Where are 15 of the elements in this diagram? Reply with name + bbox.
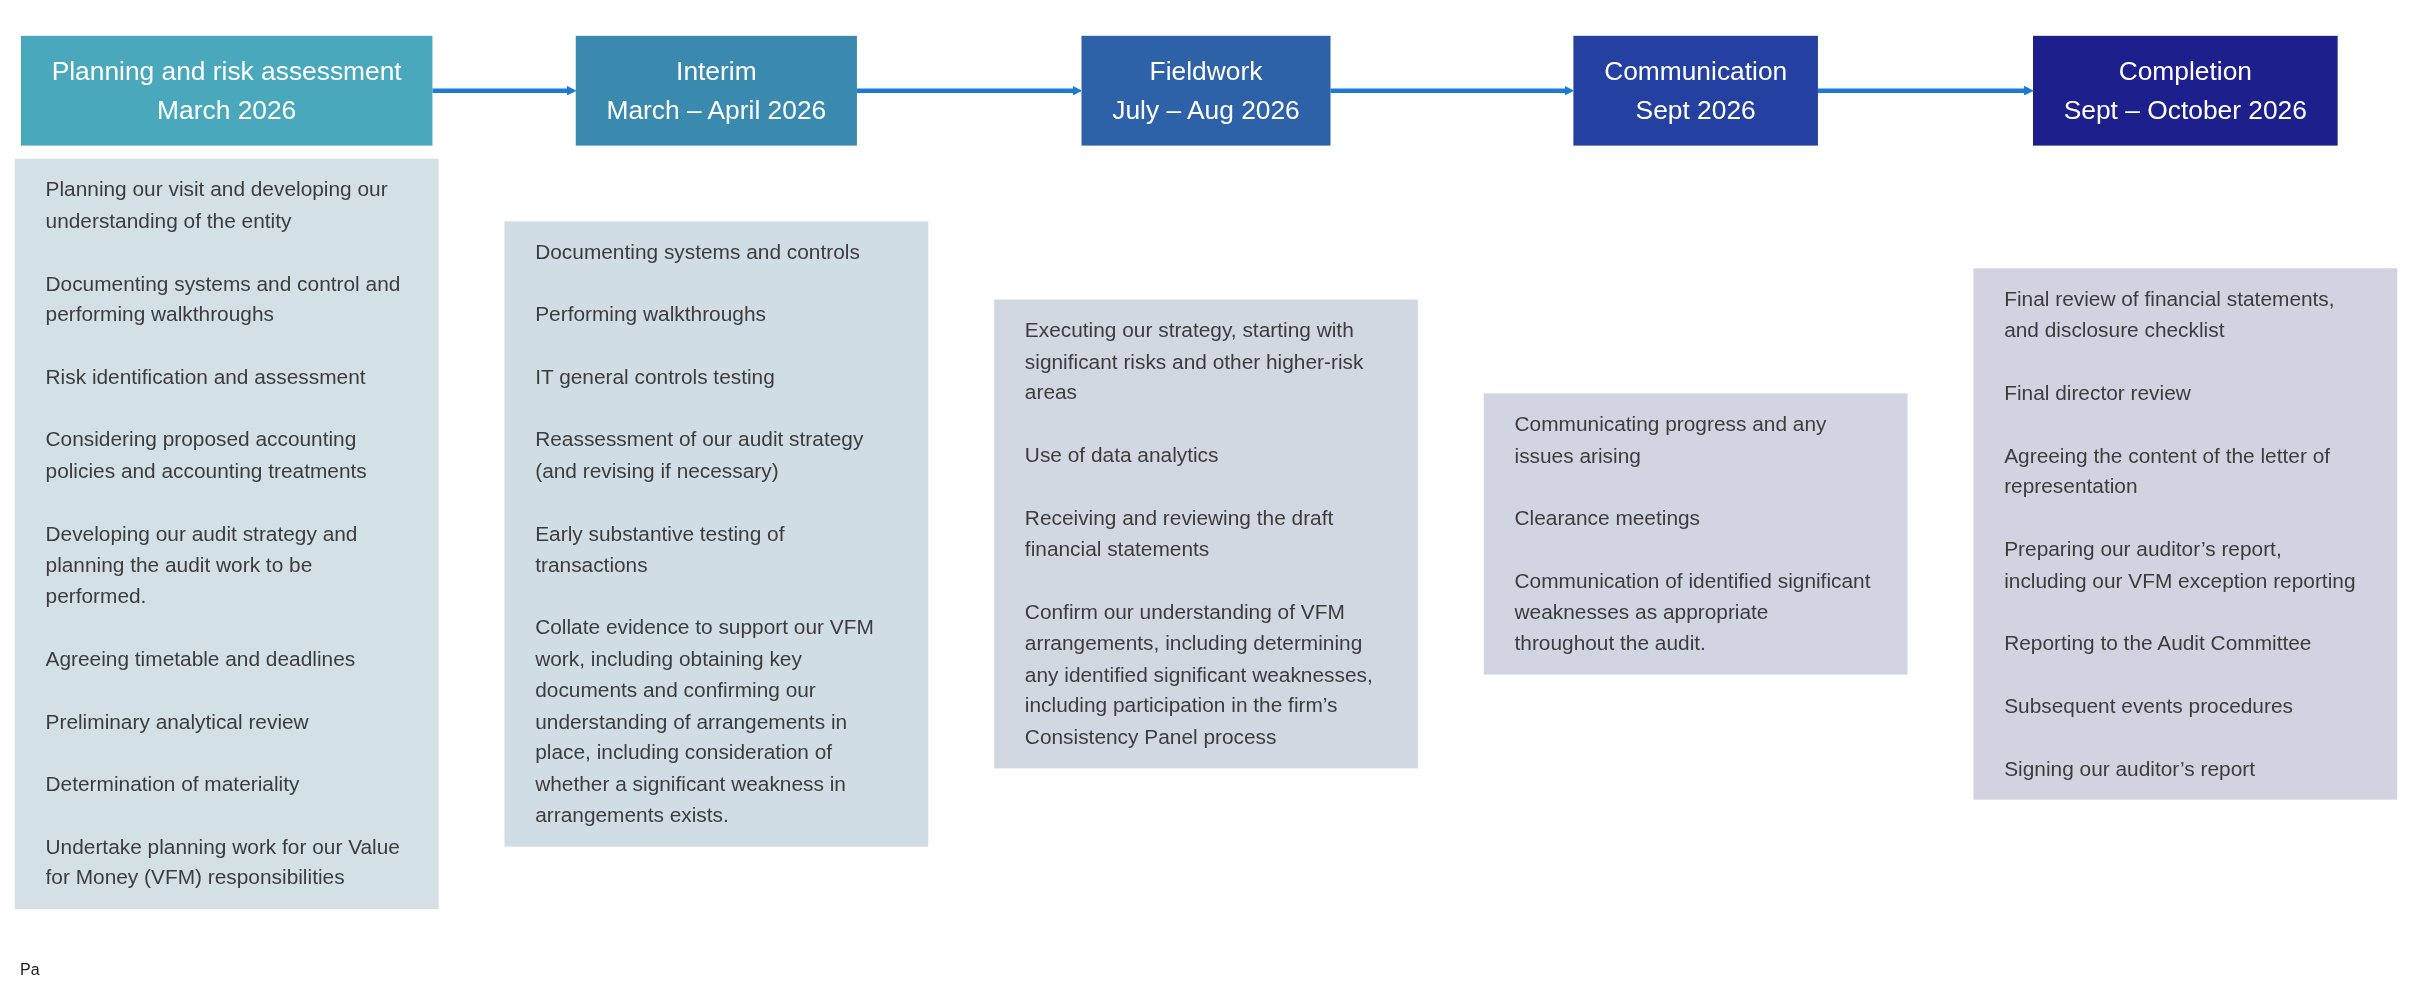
node-box: Communicating progress and any issues arising Clearance meetings Communication of identified significant weaknesses as appropriate throughout the audit. [1483,393,1908,675]
node-box: Fieldwork July – Aug 2026 [1081,35,1331,146]
node-box: Completion Sept – October 2026 [2033,35,2338,146]
arrow [1817,85,2034,96]
node-box: Executing our strategy, starting with significant risks and other higher-risk areas Use of data analytics Receiving and reviewing the draft financial statements Confirm our understanding of VFM arrangements, including determining any identified significant weaknesses, including participation in the firm’s Consistency Panel process [994,299,1418,769]
note-text: Pa [20,961,40,979]
arrow [1330,85,1574,96]
node-box: Planning and risk assessment March 2026 [20,35,433,146]
node-box: Communication Sept 2026 [1573,35,1818,146]
arrow [432,85,577,96]
node-box: Documenting systems and controls Performing walkthroughs IT general controls testing Reassessment of our audit strategy (and revising if necessary) Early substantive testing of transactions Collate evidence to support our VFM work, including obtaining key documents and confirming our understanding of arrangements in place, including consideration of whether a significant weakness in arrangements exists. [504,221,929,847]
node-box: Interim March – April 2026 [575,35,857,146]
node-box: Planning our visit and developing our understanding of the entity Documenting systems and control and performing walkthroughs Risk identification and assessment Considering proposed accounting policies and accounting treatments Developing our audit strategy and planning the audit work to be performed. Agreeing timetable and deadlines Preliminary analytical review Determination of materiality Undertake planning work for our Value for Money (VFM) responsibilities [14,158,439,910]
node-box: Final review of financial statements, and disclosure checklist Final director review Agreeing the content of the letter of representation Preparing our auditor’s report, including our VFM exception reporting Reporting to the Audit Committee Subsequent events procedures Signing our auditor’s report [1973,268,2398,800]
arrow [856,85,1082,96]
